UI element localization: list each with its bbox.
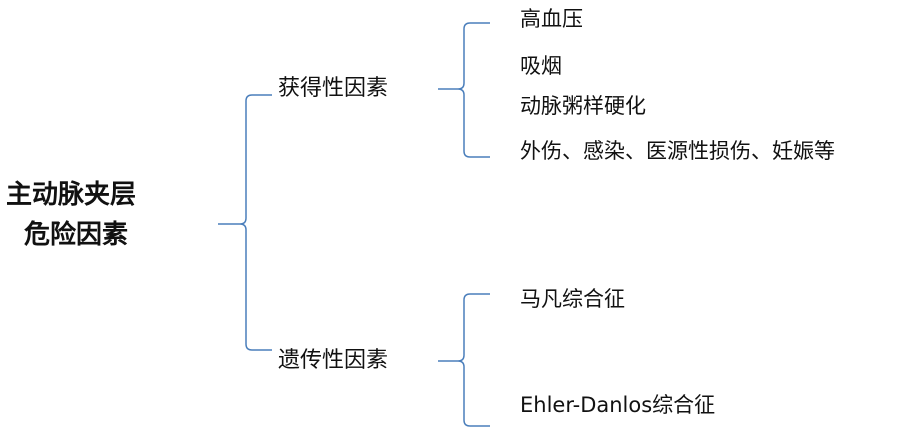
item-atherosclerosis: 动脉粥样硬化 xyxy=(520,94,646,118)
category-genetic: 遗传性因素 xyxy=(278,348,389,373)
category-acquired: 获得性因素 xyxy=(278,76,389,101)
genetic-bracket xyxy=(438,293,490,427)
root-bracket xyxy=(218,94,272,351)
item-trauma-etc: 外伤、感染、医源性损伤、妊娠等 xyxy=(520,139,835,163)
acquired-bracket xyxy=(438,22,490,158)
item-smoking: 吸烟 xyxy=(520,54,562,78)
item-ehlers-danlos: Ehler-Danlos综合征 xyxy=(520,393,716,417)
root-title-line1: 主动脉夹层 xyxy=(6,180,137,210)
item-hypertension: 高血压 xyxy=(520,7,583,31)
root-title-line2: 危险因素 xyxy=(24,220,129,250)
item-marfan: 马凡综合征 xyxy=(520,287,625,311)
